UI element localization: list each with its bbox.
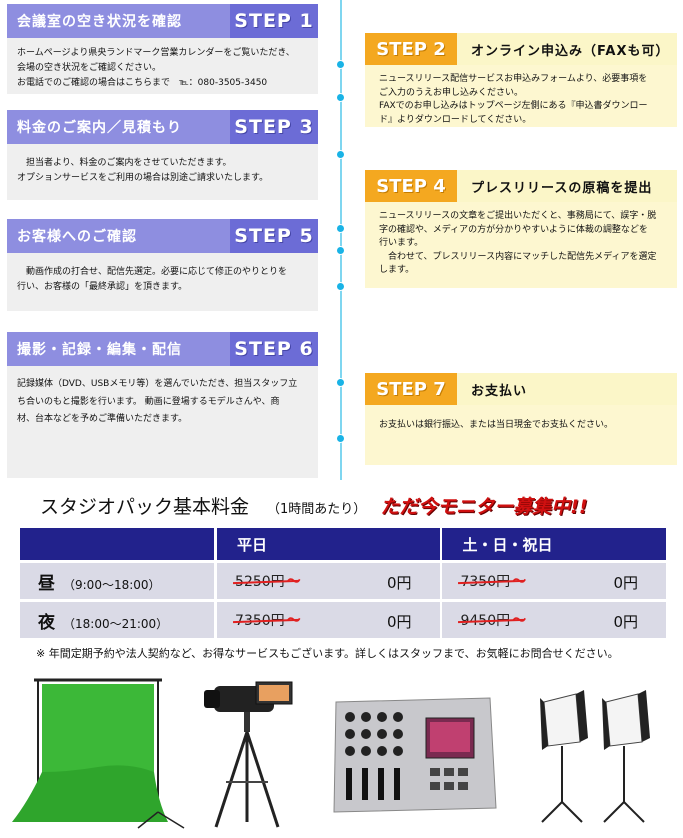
- step-text: お支払いは銀行振込、または当日現金でお支払ください。: [379, 420, 614, 430]
- timeline-dot: [336, 150, 345, 159]
- step-text: します。: [379, 265, 415, 275]
- step-title: お客様へのご確認: [17, 229, 137, 245]
- softbox-lights-icon: [540, 690, 650, 823]
- price-table: 平日 土・日・祝日 昼（9:00～18:00） 5250円～0円 7350円～0…: [20, 525, 666, 641]
- step-text: 記録媒体（DVD、USBメモリ等）を選んでいただき、担当スタッフ立: [17, 379, 298, 389]
- timeline-dot: [336, 282, 345, 291]
- step-3: 料金のご案内／見積もり STEP 3 担当者より、料金のご案内をさせていただきます…: [7, 110, 318, 200]
- old-price: 5250円: [235, 571, 285, 591]
- video-mixer-icon: [333, 697, 497, 813]
- row-time: （9:00～18:00）: [63, 577, 161, 592]
- step-1: 会議室の空き状況を確認 STEP 1 ホームページより県央ランドマーク営業カレンダ…: [7, 4, 318, 94]
- step-text: ホームページより県央ランドマーク営業カレンダーをご覧いただき、: [17, 48, 295, 58]
- step-title: オンライン申込み（FAXも可）: [471, 43, 670, 59]
- green-screen-image: [12, 678, 185, 829]
- step-text: ご入力のうえお申し込みください。: [379, 87, 524, 98]
- step-tag: STEP 2: [365, 33, 457, 65]
- new-price: 0円: [613, 613, 638, 631]
- pricing-header: スタジオパック基本料金 （1時間あたり） ただ今モニター募集中!!: [40, 492, 588, 519]
- step-tag: STEP 1: [230, 4, 318, 38]
- step-tag: STEP 4: [365, 170, 457, 202]
- video-camera-icon: [204, 681, 293, 828]
- step-title: 会議室の空き状況を確認: [17, 14, 182, 30]
- step-text: お電話でのご確認の場合はこちらまで ℡：080-3505-3450: [17, 77, 268, 88]
- pricing-subtitle: （1時間あたり）: [267, 502, 367, 517]
- pricing-footnote: ※ 年間定期予約や法人契約など、お得なサービスもございます。詳しくはスタッフまで…: [36, 647, 619, 660]
- step-text: 行い、お客様の「最終承認」を頂きます。: [17, 281, 188, 292]
- row-time: （18:00～21:00）: [63, 616, 169, 631]
- step-5: お客様へのご確認 STEP 5 動画作成の打合せ、配信先選定。必要に応じて修正のや…: [7, 219, 318, 311]
- step-text: 担当者より、料金のご案内をさせていただきます。: [17, 158, 232, 168]
- pricing-title: スタジオパック基本料金: [40, 496, 250, 518]
- step-2: STEP 2 オンライン申込み（FAXも可） ニュースリリース配信サービスお申込み…: [365, 33, 677, 127]
- step-text: FAXでのお申し込みはトップページ左側にある『申込書ダウンロー: [379, 101, 648, 111]
- step-text: ド』よりダウンロードしてください。: [379, 114, 532, 125]
- timeline-dot: [336, 434, 345, 443]
- step-text: ニュースリリース配信サービスお申込みフォームより、必要事項を: [379, 74, 648, 84]
- col-holiday: 土・日・祝日: [442, 528, 666, 560]
- step-tag: STEP 3: [230, 110, 318, 144]
- new-price: 0円: [613, 574, 638, 592]
- row-label: 昼: [38, 573, 55, 594]
- old-price: 7350円: [460, 571, 510, 591]
- timeline-dot: [336, 60, 345, 69]
- step-text: 行います。: [379, 238, 424, 248]
- step-title: 料金のご案内／見積もり: [17, 120, 182, 136]
- step-text: 会場の空き状況をご確認ください。: [17, 62, 162, 73]
- step-text: オプションサービスをご利用の場合は別途ご請求いたします。: [17, 172, 269, 183]
- row-label: 夜: [38, 612, 55, 633]
- timeline-dot: [336, 246, 345, 255]
- step-4: STEP 4 プレスリリースの原稿を提出 ニュースリリースの文章をご提出いただくと…: [365, 170, 677, 288]
- table-row: 昼（9:00～18:00） 5250円～0円 7350円～0円: [20, 563, 666, 599]
- timeline-dot: [336, 93, 345, 102]
- step-title: お支払い: [471, 383, 528, 399]
- price-header-row: 平日 土・日・祝日: [20, 528, 666, 560]
- step-text: 字の確認や、メディアの方が分かりやすいように体裁の調整などを: [379, 224, 648, 235]
- step-tag: STEP 5: [230, 219, 318, 253]
- timeline-line: [340, 0, 342, 480]
- timeline-dot: [336, 224, 345, 233]
- step-title: 撮影・記録・編集・配信: [17, 342, 182, 358]
- timeline-dot: [336, 378, 345, 387]
- table-row: 夜（18:00～21:00） 7350円～0円 9450円～0円: [20, 602, 666, 638]
- new-price: 0円: [386, 574, 412, 592]
- step-7: STEP 7 お支払い お支払いは銀行振込、または当日現金でお支払ください。: [365, 373, 677, 465]
- old-price: 9450円: [460, 610, 510, 630]
- step-text: ニュースリリースの文章をご提出いただくと、事務局にて、誤字・脱: [379, 211, 657, 221]
- step-text: 合わせて、プレスリリース内容にマッチした配信先メディアを選定: [379, 251, 657, 262]
- new-price: 0円: [386, 613, 412, 631]
- col-weekday: 平日: [217, 528, 440, 560]
- step-text: 動画作成の打合せ、配信先選定。必要に応じて修正のやりとりを: [17, 267, 288, 277]
- step-title: プレスリリースの原稿を提出: [471, 180, 653, 196]
- step-text: 材、台本などを予めご準備いただきます。: [17, 414, 188, 425]
- old-price: 7350円: [235, 610, 285, 630]
- step-tag: STEP 7: [365, 373, 457, 405]
- step-tag: STEP 6: [230, 332, 318, 366]
- step-text: ち合いのもと撮影を行います。 動画に登場するモデルさんや、商: [17, 396, 280, 407]
- step-6: 撮影・記録・編集・配信 STEP 6 記録媒体（DVD、USBメモリ等）を選んでい…: [7, 332, 318, 478]
- pricing-promo: ただ今モニター募集中!!: [380, 496, 588, 518]
